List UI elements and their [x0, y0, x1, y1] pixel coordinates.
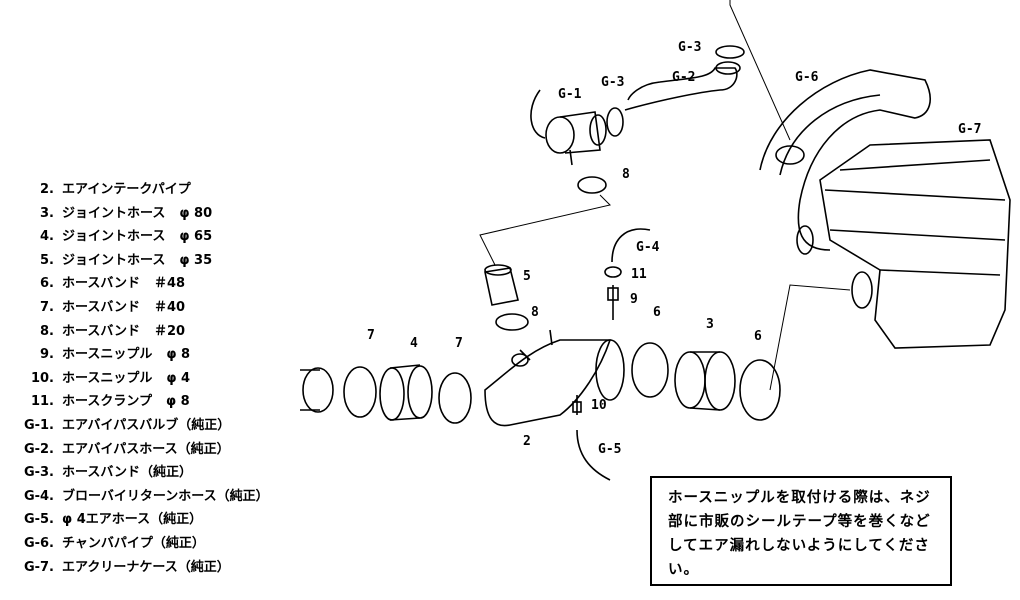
legend-num: G-7.: [23, 559, 54, 575]
installation-note: ホースニップルを取付ける際は、ネジ部に市販のシールテープ等を巻くなどしてエア漏れ…: [650, 476, 952, 586]
legend-name: ホースクランプ: [62, 394, 152, 410]
legend-item: G-7. エアクリーナケース（純正）: [0, 558, 244, 578]
legend-item: 5. ジョイントホース φ 35: [0, 251, 212, 271]
legend-name: φ 4エアホース（純正）: [62, 512, 203, 528]
legend-name: ホースニップル: [62, 347, 153, 363]
legend-spec: φ 65: [179, 229, 213, 245]
callout-10: 10: [591, 398, 607, 413]
callout-8: 8: [531, 305, 539, 320]
left-hoses-and-bands: [300, 364, 472, 424]
callout-g6: G-6: [795, 70, 819, 85]
legend-name: エアクリーナケース（純正）: [62, 559, 230, 575]
legend-item: 6. ホースバンド ＃48: [0, 274, 185, 294]
legend-item: 3. ジョイントホース φ 80: [0, 204, 212, 224]
legend-spec: ＃48: [154, 276, 186, 292]
legend-item: G-4. ブローバイリターンホース（純正）: [0, 487, 283, 507]
legend-item: 8. ホースバンド ＃20: [0, 322, 185, 342]
legend-name: エアバイパスバルブ（純正）: [62, 418, 231, 433]
legend-num: 2.: [40, 182, 54, 197]
legend-spec: φ 8: [165, 394, 190, 410]
legend-num: G-5.: [23, 512, 54, 528]
legend-item: G-2. エアバイパスホース（純正）: [0, 440, 244, 460]
legend-num: 10.: [30, 370, 54, 386]
legend-name: ジョイントホース: [62, 229, 166, 245]
leader-line-8: [479, 194, 611, 266]
callout-2: 2: [523, 434, 531, 449]
legend-name: エアバイパスホース（純正）: [62, 441, 230, 457]
right-hoses-and-bands: [631, 342, 781, 421]
callout-9: 9: [630, 292, 638, 307]
legend-num: 7.: [40, 300, 54, 315]
callout-g5: G-5: [598, 442, 622, 457]
callout-g3-top: G-3: [678, 40, 702, 55]
legend-num: 11.: [30, 394, 54, 410]
legend-name: ホースニップル: [62, 370, 153, 386]
callout-g4: G-4: [636, 240, 660, 255]
callout-7-right: 7: [455, 336, 463, 351]
legend-item: 10. ホースニップル φ 4: [0, 369, 190, 389]
legend-name: ホースバンド: [62, 276, 141, 292]
legend-num: 8.: [40, 323, 54, 339]
blow-by-hose: [604, 228, 651, 320]
legend-num: G-2.: [23, 441, 54, 457]
leader-line-6: [769, 284, 851, 391]
legend-num: G-6.: [23, 536, 54, 551]
legend-spec: φ 80: [179, 205, 213, 221]
leader-line-g6: [729, 0, 791, 141]
callout-g7: G-7: [958, 122, 982, 137]
legend-item: 7. ホースバンド ＃40: [0, 298, 185, 318]
legend-name: ホースバンド: [62, 300, 141, 315]
callout-g3: G-3: [601, 75, 625, 90]
air-cleaner-case: [819, 139, 1011, 349]
legend-spec: φ 35: [179, 252, 213, 268]
legend-name: ジョイントホース: [62, 205, 166, 221]
legend-num: 5.: [40, 252, 54, 268]
joint-hose-35: [484, 264, 529, 331]
callout-8-top: 8: [622, 167, 630, 182]
legend-num: G-1.: [23, 418, 54, 433]
legend-num: G-4.: [23, 488, 54, 504]
intake-pipe: [484, 329, 625, 427]
callout-5: 5: [523, 269, 531, 284]
legend-name: ブローバイリターンホース（純正）: [62, 488, 269, 504]
legend-spec: φ 8: [166, 347, 191, 363]
callout-g2: G-2: [672, 70, 696, 85]
legend-item: 9. ホースニップル φ 8: [0, 345, 190, 365]
callout-3: 3: [706, 317, 714, 332]
legend-name: ホースバンド: [62, 323, 141, 339]
legend-spec: ＃20: [154, 323, 186, 339]
legend-name: ジョイントホース: [62, 252, 166, 268]
legend-num: 9.: [40, 347, 54, 363]
legend-num: 4.: [40, 229, 54, 245]
callout-7-left: 7: [367, 328, 375, 343]
callout-g1: G-1: [558, 87, 582, 102]
legend-item: 4. ジョイントホース φ 65: [0, 227, 212, 247]
legend-item: 11. ホースクランプ φ 8: [0, 392, 190, 412]
legend-name: ホースバンド（純正）: [62, 465, 193, 481]
callout-6-left: 6: [653, 305, 661, 320]
callout-4: 4: [410, 336, 418, 351]
callout-6-right: 6: [754, 329, 762, 344]
bypass-valve-assembly: [530, 45, 745, 194]
legend-name: チャンバパイプ（純正）: [62, 536, 205, 551]
legend-item: G-1. エアバイパスバルブ（純正）: [0, 416, 244, 436]
callout-11: 11: [631, 267, 647, 282]
chamber-pipe: [759, 69, 931, 309]
legend-item: 2. エアインテークパイプ: [0, 180, 205, 200]
legend-num: 6.: [40, 276, 54, 292]
legend-spec: ＃40: [154, 300, 186, 315]
legend-item: G-3. ホースバンド（純正）: [0, 463, 206, 483]
legend-num: 3.: [40, 205, 54, 221]
legend-spec: φ 4: [166, 370, 191, 386]
air-hose-4: [572, 395, 611, 481]
legend-num: G-3.: [23, 465, 54, 481]
legend-item: G-6. チャンバパイプ（純正）: [0, 534, 219, 554]
legend-item: G-5. φ 4エアホース（純正）: [0, 510, 216, 530]
legend-name: エアインテークパイプ: [62, 182, 191, 197]
